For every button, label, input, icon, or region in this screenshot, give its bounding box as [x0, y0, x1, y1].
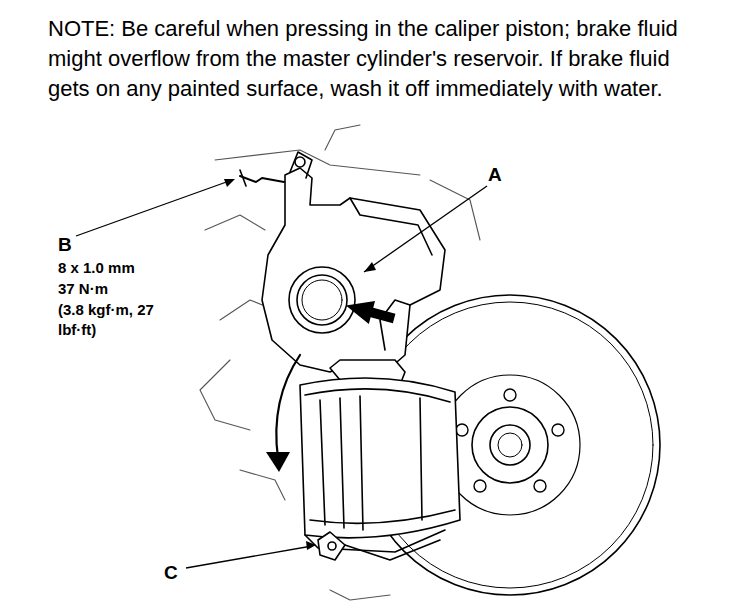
bolt-size: 8 x 1.0 mm	[58, 258, 135, 278]
callout-letter: B	[58, 234, 72, 256]
callout-letter: A	[488, 164, 502, 186]
callout-letter: C	[164, 562, 178, 584]
note-text: NOTE: Be careful when pressing in the ca…	[48, 14, 688, 104]
torque-value: (3.8 kgf·m, 27 lbf·ft)	[58, 300, 158, 340]
torque-value: 37 N·m	[58, 279, 108, 299]
